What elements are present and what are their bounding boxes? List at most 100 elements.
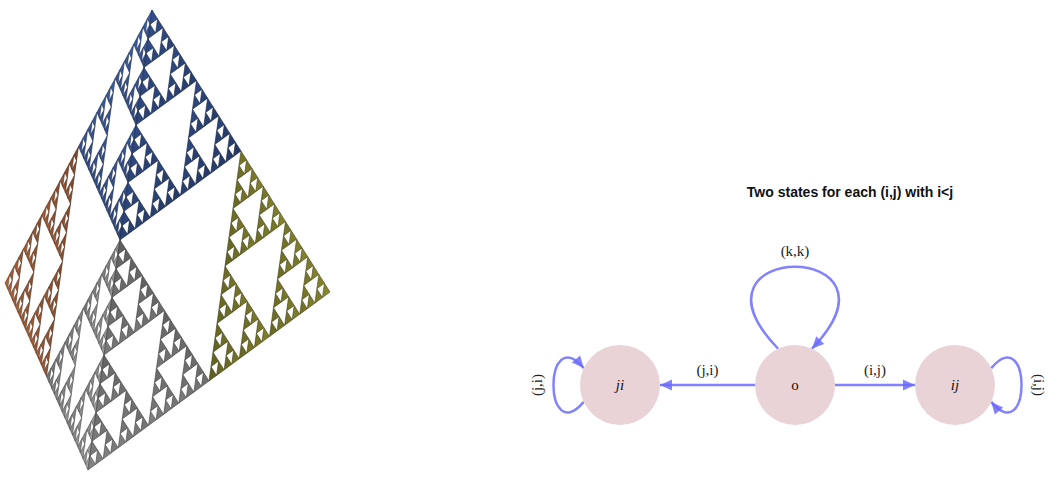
fractal-cell: [261, 186, 269, 200]
fractal-cell: [103, 306, 108, 320]
fractal-cell: [113, 159, 118, 173]
fractal-cell: [72, 161, 77, 175]
fractal-cell: [49, 279, 54, 293]
fractal-cell: [165, 192, 173, 206]
fractal-cell: [179, 389, 187, 403]
fractal-cell: [304, 271, 312, 285]
fractal-cell: [62, 233, 67, 247]
fractal-cell: [174, 83, 182, 97]
fractal-cell: [204, 113, 212, 127]
fractal-cell: [74, 147, 79, 161]
fractal-cell: [232, 350, 240, 364]
state-label: ij: [951, 377, 959, 394]
transition-label: (j,i): [530, 374, 545, 396]
fractal-cell: [128, 220, 136, 234]
fractal-cell: [110, 298, 118, 312]
fractal-cell: [106, 257, 111, 271]
fractal-cell: [128, 168, 136, 182]
fractal-cell: [108, 312, 116, 326]
fractal-cell: [112, 335, 120, 349]
fractal-cell: [136, 163, 144, 177]
fractal-cell: [282, 236, 290, 250]
fractal-cell: [183, 360, 191, 374]
fractal-cell: [76, 398, 81, 412]
fractal-cell: [60, 247, 65, 261]
fractal-cell: [111, 78, 116, 92]
fractal-cell: [100, 369, 108, 383]
fractal-cell: [122, 211, 130, 225]
fractal-cell: [102, 266, 107, 280]
fractal-cell: [107, 107, 112, 121]
sierpinski-tetrahedron: [0, 0, 340, 483]
fractal-cell: [66, 204, 71, 218]
fractal-cell: [71, 366, 76, 380]
fractal-cell: [54, 290, 59, 304]
state-label: o: [791, 377, 799, 394]
fractal-cell: [111, 249, 116, 263]
transition-label: (i,j): [864, 363, 886, 378]
fractal-cell: [142, 313, 150, 327]
fractal-cell: [138, 27, 143, 41]
fractal-cell: [196, 363, 204, 377]
fractal-cell: [134, 125, 142, 139]
fractal-cell: [92, 283, 97, 297]
fractal-cell: [136, 111, 144, 125]
fractal-cell: [86, 381, 91, 395]
fractal-cell: [124, 390, 132, 404]
fractal-cell: [65, 164, 70, 178]
fractal-cell: [159, 94, 167, 108]
fractal-cell: [146, 39, 154, 53]
fractal-cell: [198, 156, 206, 170]
fractal-cell: [37, 215, 42, 229]
fractal-cell: [99, 165, 104, 179]
fractal-cell: [272, 308, 280, 322]
fractal-cell: [144, 105, 152, 119]
fractal-cell: [134, 318, 142, 332]
fractal-cell: [295, 239, 303, 253]
fractal-cell: [213, 338, 221, 352]
fractal-cell: [229, 275, 237, 289]
fractal-cell: [192, 147, 200, 161]
fractal-cell: [287, 297, 295, 311]
fractal-cell: [57, 221, 62, 235]
fractal-cell: [172, 343, 180, 357]
fractal-cell: [211, 159, 219, 173]
arrow-head: [812, 336, 824, 348]
fractal-cell: [19, 249, 24, 263]
fractal-cell: [285, 311, 293, 325]
fractal-cell: [285, 259, 293, 273]
fractal-cell: [38, 310, 43, 324]
fractal-cell: [140, 134, 148, 148]
fractal-cell: [118, 240, 126, 254]
fractal-cell: [130, 85, 135, 99]
fractal-cell: [136, 304, 144, 318]
fractal-cell: [248, 183, 256, 197]
fractal-cell: [284, 222, 292, 236]
fractal-cell: [58, 262, 63, 276]
fractal-cell: [237, 217, 245, 231]
fractal-cell: [241, 189, 249, 203]
fractal-cell: [317, 274, 325, 288]
fractal-cell: [150, 203, 158, 217]
fractal-cell: [83, 129, 88, 143]
fractal-cell: [281, 288, 289, 302]
fractal-cell: [100, 421, 108, 435]
fractal-cell: [262, 328, 270, 342]
fractal-cell: [306, 257, 314, 271]
fractal-cell: [145, 143, 153, 157]
fractal-cell: [126, 183, 134, 197]
fractal-cell: [90, 127, 95, 141]
fractal-cell: [187, 138, 195, 152]
fractal-cell: [103, 445, 111, 459]
fractal-cell: [300, 248, 308, 262]
fractal-cell: [240, 292, 248, 306]
fractal-cell: [278, 265, 286, 279]
fractal-cell: [150, 10, 158, 24]
fractal-cell: [223, 266, 231, 280]
fractal-cell: [311, 266, 319, 280]
fractal-cell: [196, 118, 204, 132]
state-label: ji: [616, 377, 624, 394]
fractal-cell: [158, 198, 166, 212]
fractal-cell: [178, 54, 186, 68]
fractal-cell: [129, 44, 134, 58]
